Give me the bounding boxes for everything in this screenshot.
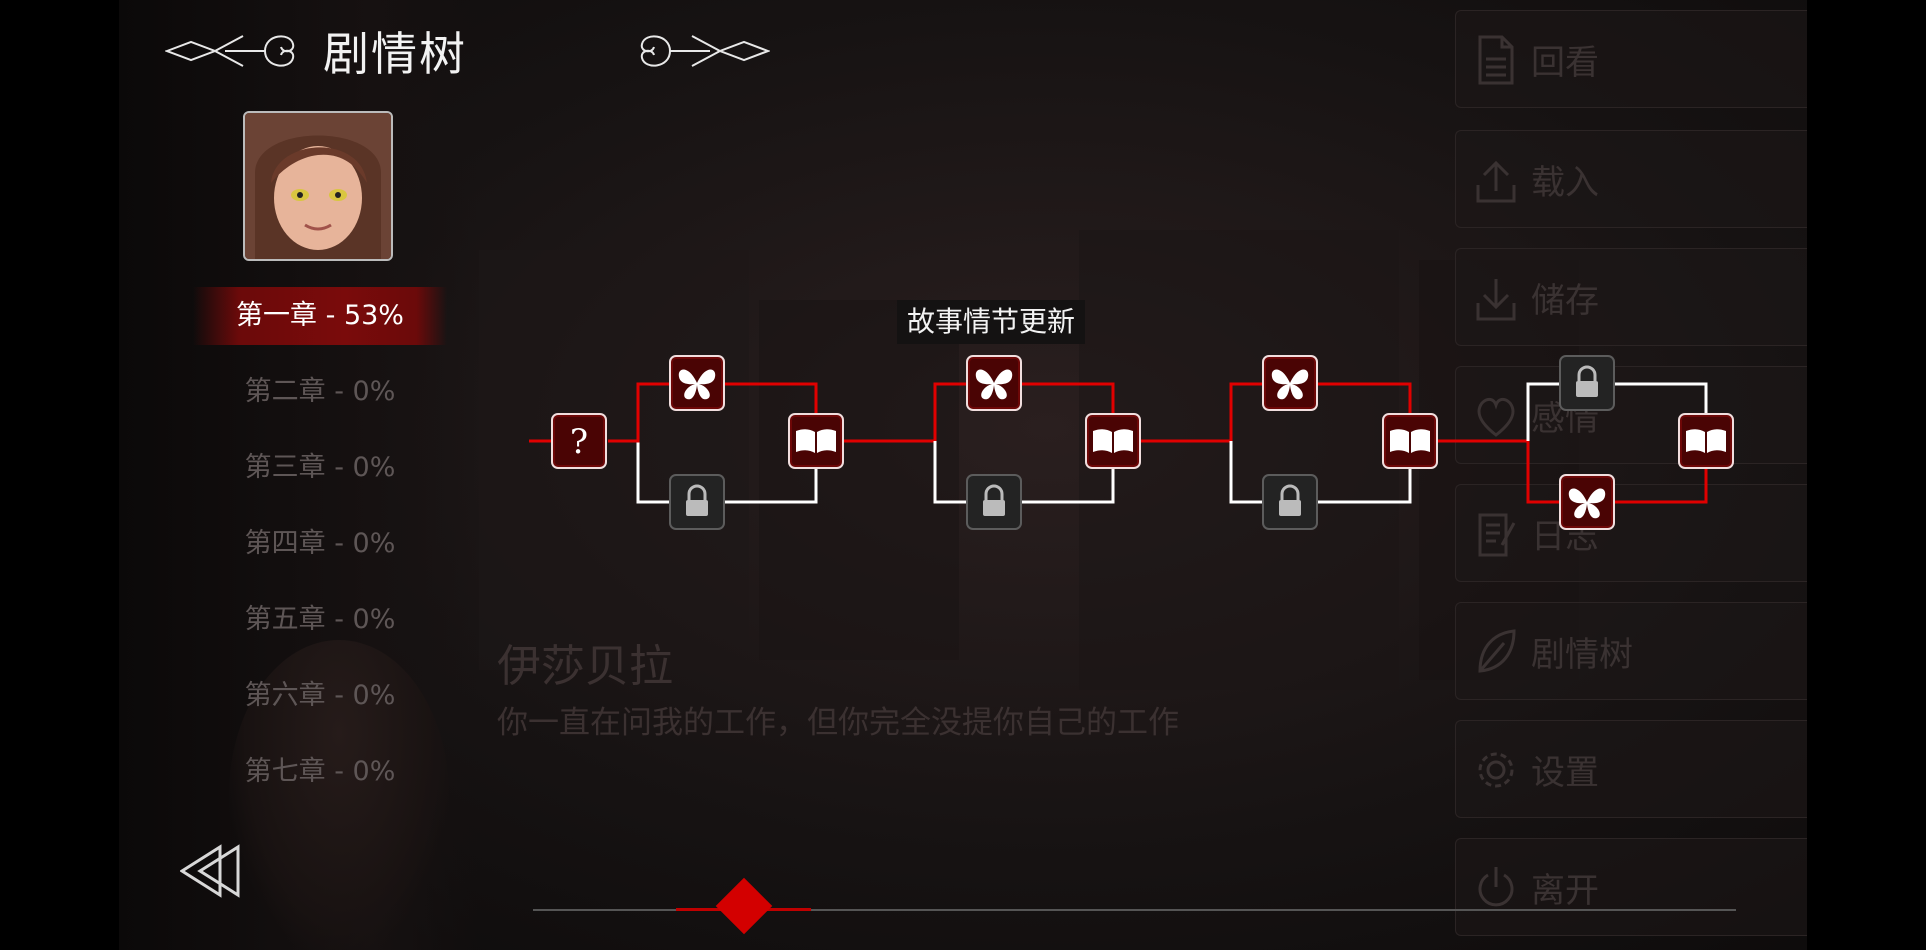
story-node-locked [1262,474,1318,530]
story-node-choice[interactable] [1559,474,1615,530]
chapter-item[interactable]: 第五章 - 0% [244,604,396,635]
menu-label: 离开 [1531,871,1599,911]
background-building [479,250,749,670]
chapter-item[interactable]: 第三章 - 0% [244,452,396,483]
lock-icon [1279,484,1301,516]
story-update-tooltip: 故事情节更新 [897,300,1086,344]
lock-icon [1576,365,1598,397]
lock-icon [983,484,1005,516]
story-node-locked [1559,355,1615,411]
story-node-end[interactable] [1085,413,1141,469]
butterfly-icon [1271,369,1309,400]
download-icon [1476,279,1516,321]
dialog-speaker: 伊莎贝拉 [497,641,673,692]
chapter-item[interactable]: 第七章 - 0% [244,756,396,787]
heart-icon [1477,397,1515,437]
book-icon [1390,429,1430,453]
menu-save-button[interactable]: 储存 [1455,248,1807,346]
ornament-right-icon [640,35,770,67]
menu-rewatch-button[interactable]: 回看 [1455,10,1807,108]
journal-icon [1478,513,1516,557]
menu-settings-button[interactable]: 设置 [1455,720,1807,818]
page-title: 剧情树 [323,27,467,81]
story-node-end[interactable] [1382,413,1438,469]
story-node-end[interactable] [1678,413,1734,469]
menu-story-tree-button[interactable]: 剧情树 [1455,602,1807,700]
menu-exit-button[interactable]: 离开 [1455,838,1807,936]
question-icon: ? [570,422,588,462]
chapter-item[interactable]: 第六章 - 0% [244,680,396,711]
story-node-locked [966,474,1022,530]
chapter-item[interactable]: 第四章 - 0% [244,528,396,559]
story-node-end[interactable] [788,413,844,469]
menu-label: 回看 [1531,43,1599,83]
leaf-icon [1478,629,1516,673]
svg-text:?: ? [570,422,588,462]
book-icon [1093,429,1133,453]
butterfly-icon [1568,488,1606,519]
chapter-item[interactable]: 第一章 - 53% [193,287,447,345]
story-node-choice[interactable] [669,355,725,411]
gear-icon [1478,752,1514,788]
butterfly-icon [975,369,1013,400]
menu-label: 载入 [1531,163,1599,203]
back-arrow-icon[interactable] [180,843,246,899]
upload-icon [1476,160,1516,203]
menu-label: 设置 [1531,753,1599,793]
document-icon [1478,35,1514,85]
power-icon [1478,867,1514,907]
ornament-left-icon [165,35,295,67]
story-node-choice[interactable] [966,355,1022,411]
chapter-item[interactable]: 第二章 - 0% [244,376,396,407]
tree-scroll-track[interactable] [533,909,1736,911]
menu-label: 储存 [1531,281,1599,321]
background-building [759,300,959,660]
story-node-locked [669,474,725,530]
book-icon [796,429,836,453]
lock-icon [686,484,708,516]
story-node-choice[interactable] [1262,355,1318,411]
menu-label: 剧情树 [1531,635,1633,675]
story-node-start[interactable]: ? [551,413,607,469]
book-icon [1686,429,1726,453]
butterfly-icon [678,369,716,400]
character-avatar[interactable] [243,111,393,261]
background-character [229,640,449,950]
menu-journal-button[interactable]: 日志 [1455,484,1807,582]
menu-affection-button[interactable]: 感情 [1455,366,1807,464]
dialog-line: 你一直在问我的工作，但你完全没提你自己的工作 [497,705,1179,741]
menu-load-button[interactable]: 载入 [1455,130,1807,228]
